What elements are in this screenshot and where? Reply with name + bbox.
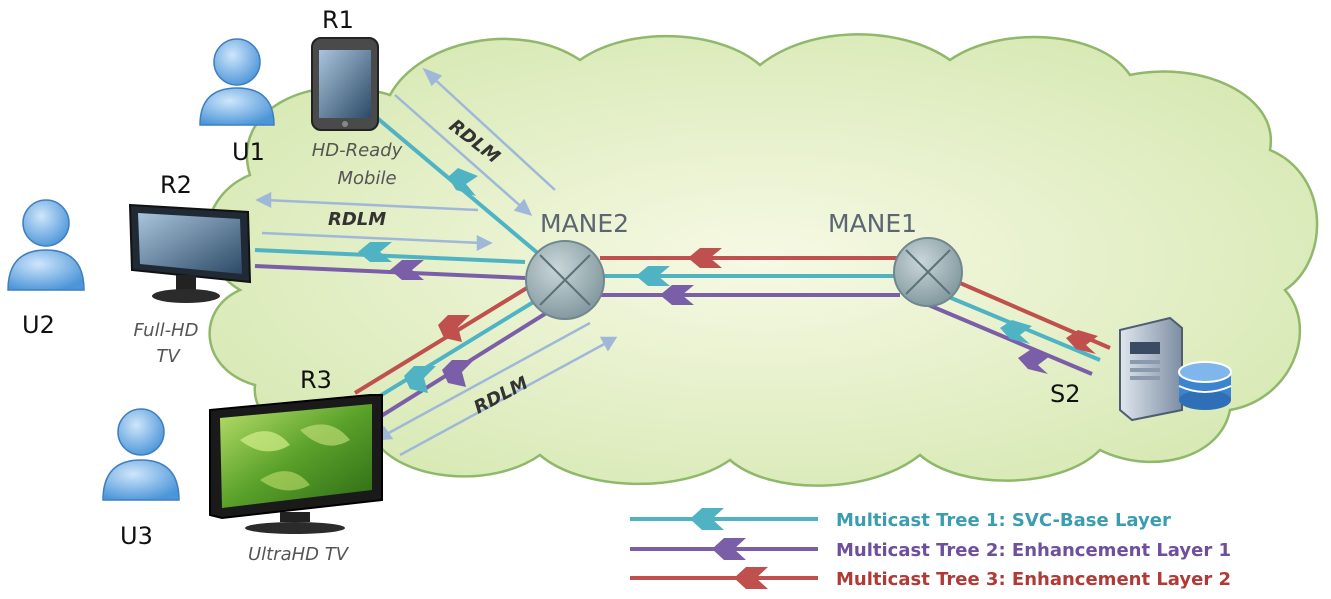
legend-label-enh2: Multicast Tree 3: Enhancement Layer 2 — [836, 569, 1231, 590]
link-base-mane2-r3 — [363, 296, 542, 407]
user-label-u3: U3 — [120, 522, 153, 550]
mobile-phone-icon — [311, 37, 379, 131]
device-label-r1-line2: Mobile — [337, 168, 396, 189]
rdlm-label-r2: RDLM — [328, 209, 386, 230]
mane2-router — [525, 240, 605, 320]
link-enh1-mane2-r2 — [254, 264, 526, 280]
legend-item-base: Multicast Tree 1: SVC-Base Layer — [630, 508, 1171, 531]
full-hd-tv-icon — [128, 203, 252, 303]
legend-label-enh1: Multicast Tree 2: Enhancement Layer 1 — [836, 540, 1231, 561]
user-label-u2: U2 — [22, 311, 55, 339]
link-enh1-mane1-s2 — [911, 296, 1093, 376]
legend: Multicast Tree 1: SVC-Base Layer Multica… — [630, 508, 1231, 590]
legend-item-enh1: Multicast Tree 2: Enhancement Layer 1 — [630, 538, 1231, 561]
ultrahd-tv-icon — [209, 394, 383, 534]
server-icon — [1119, 316, 1232, 422]
user-icon-u3 — [102, 408, 180, 501]
receiver-label-r3: R3 — [300, 366, 332, 394]
legend-item-enh2: Multicast Tree 3: Enhancement Layer 2 — [630, 567, 1231, 590]
device-label-r2-line1: Full-HD — [134, 320, 199, 341]
multicast-links — [254, 110, 1111, 420]
device-label-r3: UltraHD TV — [248, 544, 350, 565]
user-label-u1: U1 — [232, 138, 265, 166]
link-base-mane2-r2 — [254, 248, 526, 264]
device-label-r2-line2: TV — [156, 346, 181, 367]
mane2-label: MANE2 — [540, 209, 629, 238]
rdlm-arrows — [255, 67, 618, 457]
user-icon-u1 — [199, 38, 275, 126]
mane1-label: MANE1 — [828, 209, 917, 238]
server-label: S2 — [1050, 380, 1081, 408]
legend-label-base: Multicast Tree 1: SVC-Base Layer — [836, 510, 1171, 531]
device-label-r1-line1: HD-Ready — [312, 140, 403, 161]
receiver-label-r1: R1 — [322, 6, 354, 34]
mane1-router — [893, 237, 963, 307]
layer-chevrons — [358, 168, 1098, 393]
user-icon-u2 — [7, 199, 85, 291]
receiver-label-r2: R2 — [160, 171, 192, 199]
